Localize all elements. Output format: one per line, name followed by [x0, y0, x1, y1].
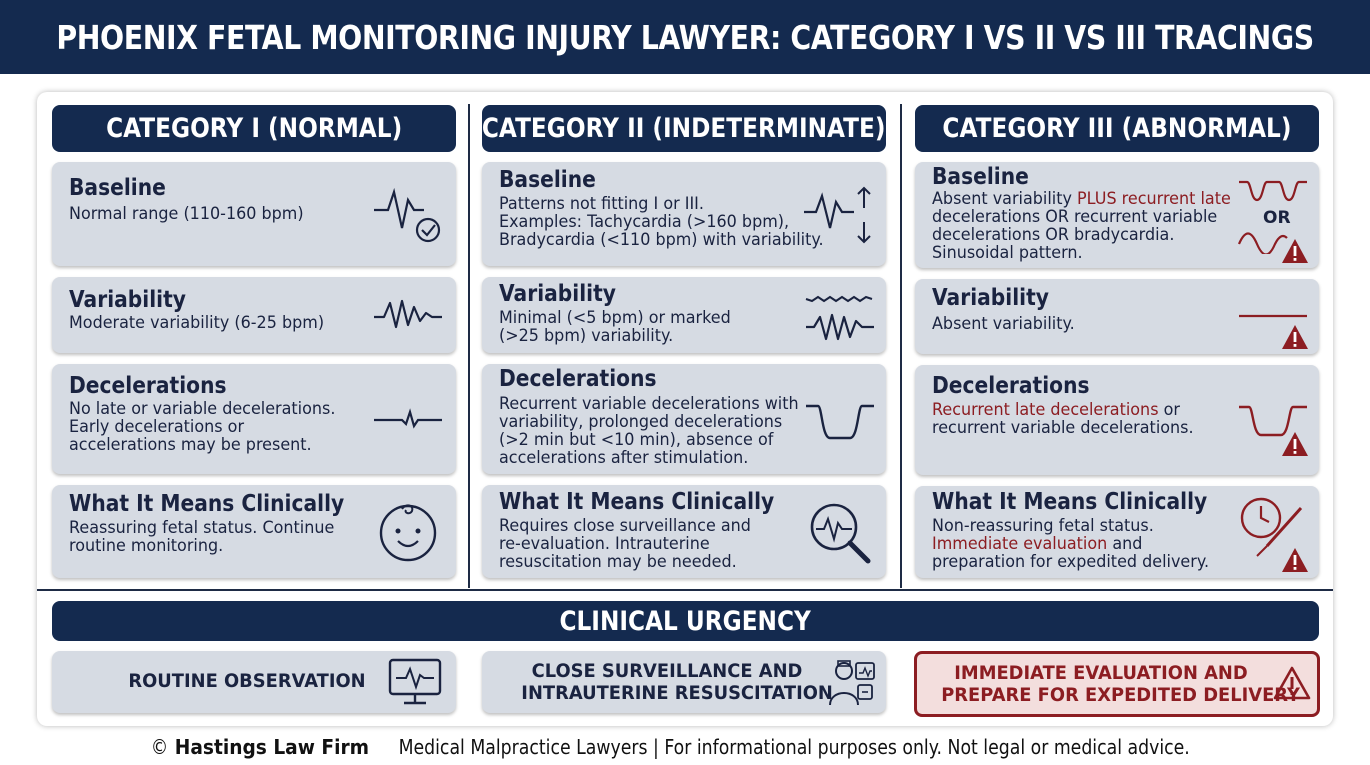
magnifier-heartbeat-icon [810, 503, 871, 564]
card-text: Recurrent variable decelerations with [499, 394, 799, 414]
cat1-decelerations-card: Decelerations No late or variable decele… [52, 364, 456, 474]
cat2-variability-card: Variability Minimal (<5 bpm) or marked (… [482, 277, 886, 353]
card-title: Baseline [932, 164, 1029, 190]
copyright-symbol: © [150, 735, 169, 759]
urgency-text: CLOSE SURVEILLANCE AND [531, 660, 803, 682]
cat3-clinical-card: What It Means Clinically Non-reassuring … [915, 486, 1319, 578]
card-title: Decelerations [932, 373, 1090, 399]
card-text: accelerations after stimulation. [499, 448, 749, 468]
waveform-icon [374, 299, 442, 329]
card-text: variability, prolonged decelerations [499, 412, 783, 432]
card-text: re-evaluation. Intrauterine [499, 534, 710, 554]
clinical-urgency-header: CLINICAL URGENCY [52, 601, 1319, 641]
card-text: Minimal (<5 bpm) or marked [499, 308, 731, 328]
section-divider [37, 589, 1333, 591]
flat-line-icon [1239, 314, 1307, 318]
card-title: Decelerations [69, 373, 227, 399]
card-text: Patterns not fitting I or III. [499, 194, 704, 214]
cat1-variability-card: Variability Moderate variability (6-25 b… [52, 277, 456, 353]
footer-disclaimer: Medical Malpractice Lawyers | For inform… [398, 735, 1191, 759]
title-banner: PHOENIX FETAL MONITORING INJURY LAWYER: … [0, 0, 1370, 74]
small-dip-waveform-icon [374, 408, 442, 429]
card-text: Absent variability PLUS recurrent late [932, 189, 1231, 209]
card-text: preparation for expedited delivery. [932, 552, 1210, 572]
cat2-baseline-card: Baseline Patterns not fitting I or III. … [482, 162, 886, 266]
urgency-text: IMMEDIATE EVALUATION AND [954, 662, 1248, 684]
card-text: routine monitoring. [69, 536, 224, 556]
firm-name: Hastings Law Firm [174, 735, 369, 759]
waveform-up-down-arrows-icon [804, 186, 871, 244]
card-title: Baseline [499, 167, 596, 193]
card-text: Absent variability. [932, 314, 1075, 334]
column-divider [468, 104, 470, 588]
card-text: (>25 bpm) variability. [499, 326, 674, 346]
footer: © Hastings Law Firm Medical Malpractice … [0, 735, 1370, 759]
cat2-decelerations-card: Decelerations Recurrent variable deceler… [482, 364, 886, 474]
category-3-header: CATEGORY III (ABNORMAL) [915, 105, 1319, 152]
monitor-heartbeat-icon [388, 658, 442, 705]
card-text: Recurrent late decelerations or [932, 400, 1180, 420]
card-title: Decelerations [499, 366, 657, 392]
or-label: OR [1263, 208, 1291, 228]
card-text: decelerations OR recurrent variable [932, 207, 1218, 227]
card-text: Sinusoidal pattern. [932, 243, 1083, 263]
clock-scalpel-icon [1240, 497, 1308, 572]
category-2-header: CATEGORY II (INDETERMINATE) [482, 105, 886, 152]
warning-icon [1282, 239, 1308, 263]
two-waveforms-icon [805, 295, 874, 341]
urgency-text: PREPARE FOR EXPEDITED DELIVERY [941, 684, 1300, 706]
cat3-decelerations-card: Decelerations Recurrent late deceleratio… [915, 365, 1319, 475]
card-title: What It Means Clinically [69, 491, 345, 517]
card-text: decelerations OR bradycardia. [932, 225, 1175, 245]
card-text: Reassuring fetal status. Continue [69, 518, 335, 538]
card-text: Immediate evaluation and [932, 534, 1143, 554]
card-title: What It Means Clinically [499, 489, 775, 515]
baby-face-icon [379, 504, 437, 562]
card-text: Requires close surveillance and [499, 516, 751, 536]
cat1-clinical-card: What It Means Clinically Reassuring feta… [52, 485, 456, 578]
sinusoidal-waveform-icon [1237, 232, 1288, 254]
card-title: Variability [69, 287, 186, 313]
card-text: Moderate variability (6-25 bpm) [69, 313, 325, 333]
card-text: Non-reassuring fetal status. [932, 516, 1154, 536]
card-text: resuscitation may be needed. [499, 552, 737, 572]
urgency-text: ROUTINE OBSERVATION [128, 670, 366, 692]
page-title: PHOENIX FETAL MONITORING INJURY LAWYER: … [56, 17, 1314, 57]
doctor-chart-icon [829, 660, 875, 706]
card-text: recurrent variable decelerations. [932, 418, 1194, 438]
urgency-routine: ROUTINE OBSERVATION [52, 651, 456, 713]
heartbeat-check-icon [374, 187, 441, 243]
card-text: accelerations may be present. [69, 435, 312, 455]
card-text: (>2 min but <10 min), absence of [499, 430, 774, 450]
deceleration-dip-icon [1239, 180, 1307, 202]
card-title: Variability [499, 281, 616, 307]
card-text: Normal range (110-160 bpm) [69, 204, 304, 224]
deceleration-dip-icon [1239, 405, 1307, 437]
column-divider [900, 104, 902, 588]
card-text: Bradycardia (<110 bpm) with variability. [499, 230, 824, 250]
urgency-immediate: IMMEDIATE EVALUATION AND PREPARE FOR EXP… [914, 651, 1320, 717]
category-1-header: CATEGORY I (NORMAL) [52, 105, 456, 152]
card-text: Early decelerations or [69, 417, 245, 437]
card-title: What It Means Clinically [932, 489, 1208, 515]
card-title: Variability [932, 285, 1049, 311]
warning-icon [1282, 432, 1308, 456]
card-title: Baseline [69, 175, 166, 201]
warning-icon [1273, 666, 1311, 700]
cat2-clinical-card: What It Means Clinically Requires close … [482, 485, 886, 578]
card-text: Examples: Tachycardia (>160 bpm), [499, 212, 790, 232]
cat1-baseline-card: Baseline Normal range (110-160 bpm) [52, 162, 456, 266]
deceleration-dip-icon [806, 404, 874, 440]
urgency-close-surveillance: CLOSE SURVEILLANCE AND INTRAUTERINE RESU… [482, 651, 886, 713]
urgency-text: INTRAUTERINE RESUSCITATION [521, 682, 833, 704]
cat3-variability-card: Variability Absent variability. [915, 279, 1319, 354]
warning-icon [1282, 325, 1308, 349]
card-text: No late or variable decelerations. [69, 399, 336, 419]
cat3-baseline-card: Baseline Absent variability PLUS recurre… [915, 162, 1319, 268]
